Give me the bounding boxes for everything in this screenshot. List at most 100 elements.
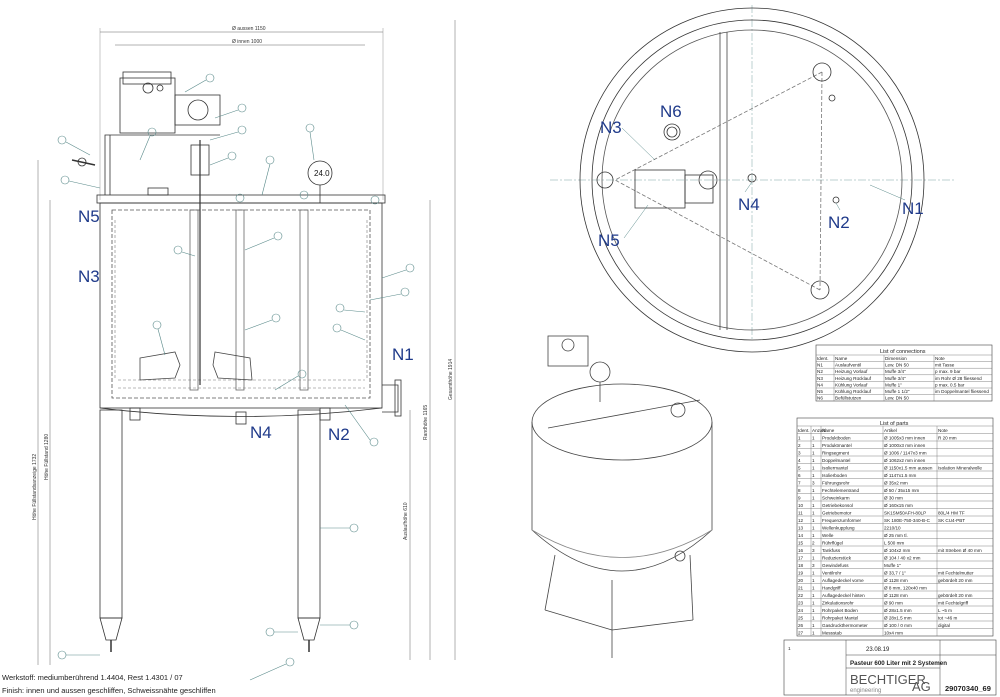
connections-table-cell: p max. 9 bar bbox=[935, 369, 961, 374]
parts-table-cell: Gasdruckthermometer bbox=[822, 623, 868, 628]
parts-table-cell: Tankfuss bbox=[822, 548, 841, 553]
left-height-dim-b: Höhe Füllstand 1280 bbox=[44, 434, 50, 480]
parts-table-cell: 1 bbox=[812, 458, 815, 463]
parts-table-cell: 1 bbox=[812, 525, 815, 530]
parts-table-cell: Ø 1147x1.5 mm bbox=[884, 473, 917, 478]
parts-table-cell: 18 bbox=[798, 563, 804, 568]
total-height-dim: Gesamthöhe 1914 bbox=[448, 359, 454, 400]
connections-table-cell: N2 bbox=[817, 369, 823, 374]
parts-table-cell: 80L/4 HM TF bbox=[938, 510, 965, 515]
parts-table-cell: Messstab bbox=[822, 630, 842, 635]
parts-table-cell: Ø 1005x3 mm innen bbox=[884, 435, 926, 440]
parts-table-cell: 1 bbox=[812, 443, 815, 448]
front-label-n4: N4 bbox=[250, 423, 272, 442]
top-label-n1: N1 bbox=[902, 199, 924, 218]
parts-table-cell: 13 bbox=[798, 525, 804, 530]
parts-table-cell: tot ~46 m bbox=[938, 615, 957, 620]
parts-table-cell: 9 bbox=[798, 495, 801, 500]
parts-table-cell: 1 bbox=[812, 495, 815, 500]
parts-table-cell: 1 bbox=[812, 465, 815, 470]
parts-table-cell: Schweinkarm bbox=[822, 495, 850, 500]
connections-table-cell: mit Tasse bbox=[935, 363, 955, 368]
parts-table-cell: mit Fechtelgriff bbox=[938, 600, 969, 605]
parts-table-cell: Produktmantel bbox=[822, 443, 852, 448]
parts-table-cell: Ø 1128 mm bbox=[884, 578, 908, 583]
parts-table-cell: 15 bbox=[798, 540, 804, 545]
connections-table-cell: Muffe 3/4" bbox=[885, 369, 906, 374]
parts-table-cell: digital bbox=[938, 623, 950, 628]
parts-table-cell: Isolierboden bbox=[822, 473, 847, 478]
parts-table-cell: Getriebemotor bbox=[822, 510, 852, 515]
parts-table-cell: Ø 30 mm bbox=[884, 495, 903, 500]
connections-table-cell: im Rohr Ø 28 fliessend bbox=[935, 376, 982, 381]
material-note: Werkstoff: mediumberührend 1.4404, Rest … bbox=[2, 673, 183, 682]
parts-table-cell: 1 bbox=[812, 473, 815, 478]
parts-table-cell: Ø 1150x1.5 mm aussen bbox=[884, 465, 933, 470]
drawing-title: Pasteur 600 Liter mit 2 Systemen bbox=[850, 660, 947, 667]
parts-table-cell: mit Streben Ø 40 mm bbox=[938, 548, 982, 553]
connections-table-cell: Auslaufventil bbox=[835, 363, 861, 368]
connections-table-title: List of connections bbox=[880, 349, 926, 355]
parts-table-cell: Produktboden bbox=[822, 435, 851, 440]
parts-table-title: List of parts bbox=[880, 421, 909, 427]
inner-diameter-dim: Ø innen 1000 bbox=[232, 39, 262, 45]
connections-table-cell: Heizung Vorlauf bbox=[835, 369, 868, 374]
top-label-n4: N4 bbox=[738, 195, 760, 214]
connections-table-cell: Kühlung Vorlauf bbox=[835, 382, 868, 387]
connections-table-cell: N1 bbox=[817, 363, 823, 368]
parts-table-cell: Auflagedeckel vorne bbox=[822, 578, 864, 583]
parts-table-cell: 14 bbox=[798, 533, 804, 538]
connections-table-header-cell: Name bbox=[835, 356, 848, 361]
gauge-display: 24.0 bbox=[314, 169, 330, 178]
front-label-n2: N2 bbox=[328, 425, 350, 444]
parts-table-cell: 2210/10 bbox=[884, 525, 901, 530]
parts-table-cell: L ~5 m bbox=[938, 608, 952, 613]
parts-table-cell: 25 bbox=[798, 615, 804, 620]
parts-table-cell: 5 bbox=[798, 465, 801, 470]
parts-table-cell: 10x4 mm bbox=[884, 630, 903, 635]
company-name: BECHTIGER bbox=[850, 672, 926, 687]
drawing-number: 29070340_69 bbox=[945, 684, 991, 693]
parts-table-cell: Ø 160x15 mm bbox=[884, 503, 913, 508]
parts-table-cell: 1 bbox=[812, 578, 815, 583]
company-sub: engineering bbox=[850, 688, 881, 694]
parts-table-cell: Isoliermantel bbox=[822, 465, 848, 470]
parts-table-header-cell: Note bbox=[938, 428, 948, 433]
parts-table-cell: 3 bbox=[812, 563, 815, 568]
parts-table-cell: Ø 90 mm bbox=[884, 600, 903, 605]
connections-table-cell: Befüllstutzen bbox=[835, 396, 862, 401]
title-block: 1 23.08.19 Pasteur 600 Liter mit 2 Syste… bbox=[783, 639, 997, 696]
parts-table-cell: Rührflügel bbox=[822, 540, 843, 545]
left-height-dim-a: Höhe Füllstandsanzeige 1732 bbox=[32, 454, 38, 520]
parts-table-cell: Ø 33,7 / 1" bbox=[884, 570, 906, 575]
parts-table-header-cell: Artikel bbox=[884, 428, 897, 433]
parts-table-cell: Ringsegment bbox=[822, 450, 850, 455]
parts-table-cell: 2 bbox=[812, 540, 815, 545]
parts-table-cell: Fechtelementrand bbox=[822, 488, 859, 493]
parts-table-cell: gebördelt 20 mm bbox=[938, 593, 973, 598]
connections-table-cell: N6 bbox=[817, 396, 823, 401]
top-label-n3: N3 bbox=[600, 118, 622, 137]
parts-table-cell: 7 bbox=[798, 480, 801, 485]
connections-table-cell: N5 bbox=[817, 389, 823, 394]
parts-table-cell: Führungsrohr bbox=[822, 480, 850, 485]
parts-table-cell: 17 bbox=[798, 555, 804, 560]
outer-diameter-dim: Ø aussen 1150 bbox=[232, 26, 266, 32]
parts-table-cell: Ø 100 / 0 mm bbox=[884, 623, 912, 628]
parts-table-cell: 20 bbox=[798, 578, 804, 583]
parts-table-cell: Ø 1062x2 mm innen bbox=[884, 458, 926, 463]
parts-table-cell: SK1SM50AFH-80LP bbox=[884, 510, 926, 515]
parts-table-cell: 8 bbox=[798, 488, 801, 493]
connections-table-header-cell: Ident. bbox=[817, 356, 829, 361]
parts-table-cell: 21 bbox=[798, 585, 804, 590]
top-view: N3 N6 N4 N2 N1 N5 bbox=[550, 5, 955, 353]
parts-table-cell: 1 bbox=[812, 630, 815, 635]
parts-table-cell: 3 bbox=[812, 548, 815, 553]
parts-table-cell: 1 bbox=[812, 623, 815, 628]
parts-table-cell: SK 180E-750-340-B-C bbox=[884, 518, 931, 523]
parts-table-cell: 16 bbox=[798, 548, 804, 553]
parts-table-cell: Ø 28x1.5 mm bbox=[884, 615, 912, 620]
parts-table-cell: 1 bbox=[812, 600, 815, 605]
front-label-n3: N3 bbox=[78, 267, 100, 286]
